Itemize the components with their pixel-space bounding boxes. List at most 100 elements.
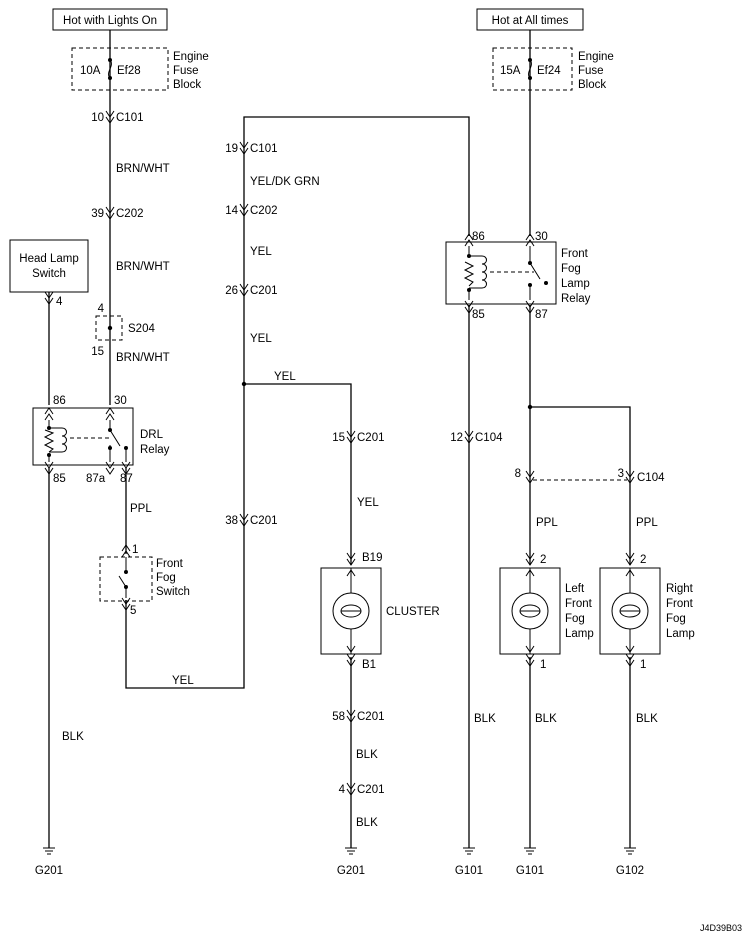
fuse-ef28: 10A Ef28 Engine Fuse Block	[71, 47, 209, 91]
figure-id: J4D39B03	[700, 923, 742, 933]
component-label: Front	[561, 248, 589, 260]
fuse-ef28-label-3: Block	[173, 79, 201, 91]
connector-label: C104	[637, 472, 665, 484]
ground-label: G201	[35, 865, 63, 877]
wire-label-ppl-drl: PPL	[130, 503, 152, 515]
component-label: Head Lamp	[19, 253, 78, 265]
fuse-ef28-name: Ef28	[117, 65, 141, 77]
wire-label-blk-cluster-2: BLK	[356, 817, 378, 829]
wires	[48, 30, 631, 848]
pin-label: 85	[53, 473, 66, 485]
component-label: Lamp	[561, 278, 590, 290]
connector-c101-left: 10 C101	[91, 110, 144, 124]
pin-label: 58	[332, 711, 345, 723]
pin-label: 86	[472, 231, 485, 243]
ground-g101-left-lamp: G101	[516, 847, 544, 877]
component-label: Left	[565, 583, 585, 595]
splice-s204: 4 S204 15	[91, 303, 155, 358]
pin-label: 4	[98, 303, 105, 315]
fuse-ef24-amp: 15A	[500, 65, 521, 77]
connector-label: C202	[250, 205, 278, 217]
wire-label-yel-dk-grn: YEL/DK GRN	[250, 176, 320, 188]
wire-label-yel-2: YEL	[250, 333, 272, 345]
wire-label-brn-wht-1: BRN/WHT	[116, 163, 170, 175]
ground-g101-relay: G101	[455, 847, 483, 877]
drl-relay: 86 30 85 87a 87 DRL Relay	[32, 395, 170, 485]
pin-label: 19	[225, 143, 238, 155]
fuse-ef28-amp: 10A	[80, 65, 101, 77]
pin-label: 2	[640, 554, 646, 566]
pin-label: 26	[225, 285, 238, 297]
pin-label: 15	[332, 432, 345, 444]
component-label: Switch	[156, 586, 190, 598]
component-label: Lamp	[666, 628, 695, 640]
connector-c201-b: 38 C201	[225, 513, 278, 527]
pin-label: 10	[91, 112, 104, 124]
pin-label: 30	[535, 231, 548, 243]
pin-label: 8	[515, 468, 521, 480]
ground-g102: G102	[616, 847, 644, 877]
wire-label-yel-3: YEL	[274, 371, 296, 383]
wire-label-yel-cluster: YEL	[357, 497, 379, 509]
wire-label-blk-g101-2: BLK	[535, 713, 557, 725]
component-label: Fog	[565, 613, 585, 625]
pin-label: B1	[362, 659, 376, 671]
pin-label: 85	[472, 309, 485, 321]
connector-label: C201	[250, 515, 278, 527]
wire-label-blk-cluster-1: BLK	[356, 749, 378, 761]
pin-label: 2	[540, 554, 546, 566]
left-front-fog-lamp: 2 1 Left Front Fog Lamp	[499, 552, 594, 671]
wire-label-yel-bottom: YEL	[172, 675, 194, 687]
pin-label: 4	[56, 296, 63, 308]
connector-c101-mid: 19 C101	[225, 141, 278, 155]
ground-label: G102	[616, 865, 644, 877]
connector-c201-c: 15 C201	[332, 430, 385, 444]
component-label: Lamp	[565, 628, 594, 640]
ground-label: G101	[516, 865, 544, 877]
wire-label-ppl-right: PPL	[636, 517, 658, 529]
wire-label-blk-g101-1: BLK	[474, 713, 496, 725]
wire-label-brn-wht-2: BRN/WHT	[116, 261, 170, 273]
connector-label: C101	[116, 112, 144, 124]
component-label: Fog	[666, 613, 686, 625]
connector-label: C201	[357, 711, 385, 723]
component-label: Relay	[140, 444, 170, 456]
component-label: Relay	[561, 293, 591, 305]
splice-dot-87	[527, 404, 533, 410]
pin-label: 4	[339, 784, 346, 796]
pin-label: 1	[132, 544, 138, 556]
wire-label-brn-wht-3: BRN/WHT	[116, 352, 170, 364]
fuse-ef24-label-1: Engine	[578, 51, 614, 63]
component-label: DRL	[140, 429, 164, 441]
head-lamp-switch: Head Lamp Switch 4	[9, 239, 89, 308]
component-label: Fog	[156, 572, 176, 584]
connector-label: C201	[357, 432, 385, 444]
connector-label: C201	[357, 784, 385, 796]
pin-label: 1	[640, 659, 646, 671]
connector-c202-mid: 14 C202	[225, 203, 278, 217]
pin-label: 12	[450, 432, 463, 444]
pin-label: 5	[130, 605, 136, 617]
source-hot-lights-on: Hot with Lights On	[52, 8, 168, 31]
connector-c201-e: 4 C201	[339, 782, 385, 796]
splice-label: S204	[128, 323, 155, 335]
pin-label: 87	[120, 473, 133, 485]
ground-label: G101	[455, 865, 483, 877]
splice-dot-yel	[241, 381, 247, 387]
connector-c202-left: 39 C202	[91, 206, 144, 220]
pin-label: 3	[618, 468, 624, 480]
cluster: B19 B1 CLUSTER	[320, 552, 440, 671]
source-hot-all-times: Hot at All times	[476, 8, 584, 31]
ground-g201-left: G201	[35, 847, 63, 877]
connector-label: C201	[250, 285, 278, 297]
connector-label: C101	[250, 143, 278, 155]
connector-label: C104	[475, 432, 503, 444]
component-label: Front	[156, 558, 184, 570]
wire-label-blk-g102: BLK	[636, 713, 658, 725]
component-label: Front	[666, 598, 694, 610]
wire-label-yel-1: YEL	[250, 246, 272, 258]
ground-g201-cluster: G201	[337, 847, 365, 877]
pin-label: 86	[53, 395, 66, 407]
pin-label: 14	[225, 205, 238, 217]
